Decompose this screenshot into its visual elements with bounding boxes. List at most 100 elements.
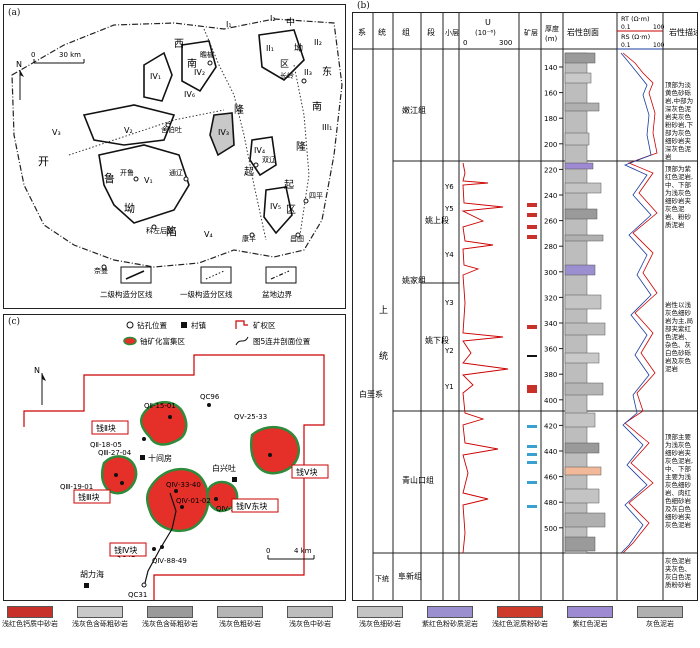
legend-village: 村镇 [191, 320, 206, 330]
tectonic-map-svg: N 0 30 km 西 南 隆 开 鲁 坳 陷 起 东 南 隆 起 区 中 坳 … [11, 14, 343, 299]
uranium-zone-v [249, 426, 301, 475]
region-char: 坳 [294, 42, 303, 54]
lith-swatch [147, 606, 193, 618]
series-label: 下统 [375, 574, 389, 583]
region-char: 起 [284, 179, 294, 191]
unit-iv-north [181, 40, 217, 93]
depth-tick-label: 500 [544, 525, 557, 533]
ore-layer [527, 425, 537, 428]
legend-mining: 矿权区 [253, 320, 276, 330]
formation-label: 嫩江组 [402, 105, 426, 115]
depth-tick-label: 340 [544, 320, 557, 328]
lith-legend-item: 浅红色泥质粉砂岩 [490, 606, 550, 629]
unit-label: II₁ [266, 44, 274, 53]
hdr-formation: 组 [402, 27, 410, 37]
stratigraphic-column-svg: 系 统 组 段 小层 U (10⁻⁶) 0 300 矿层 厚度 (m) 岩性剖面… [353, 13, 700, 600]
hdr-rt-max: 100 [653, 24, 665, 31]
well-label: QⅡ-18-05 [90, 441, 122, 449]
depth-tick-label: 380 [544, 371, 557, 379]
ore-layer [527, 235, 537, 239]
unit-iv-central [209, 112, 235, 157]
ore-layer [527, 355, 537, 357]
depth-tick-label: 160 [544, 90, 557, 98]
layer-label: Y3 [444, 299, 454, 307]
lith-legend-item: 灰色泥岩 [630, 606, 690, 629]
unit-label: II₂ [314, 38, 322, 47]
unit-label: IV₂ [194, 68, 205, 77]
hdr-rs-label: RS (Ω·m) [621, 33, 650, 41]
series-label: 统 [379, 350, 388, 362]
hdr-rt-label: RT (Ω·m) [621, 15, 650, 23]
hdr-member: 段 [427, 27, 435, 37]
depth-tick-label: 480 [544, 499, 557, 507]
depth-tick-label: 260 [544, 218, 557, 226]
scale-km-c: 4 km [294, 547, 312, 555]
region-char: 西 [174, 39, 184, 50]
region-char: 起 [244, 166, 254, 178]
place-label: 科左后旗 [146, 226, 174, 235]
ore-layer [527, 213, 537, 217]
hdr-lithology: 岩性剖面 [567, 27, 599, 37]
unit-iv-east [249, 136, 277, 177]
depth-tick-label: 280 [544, 243, 557, 251]
unit-label: IV₆ [184, 90, 195, 99]
block-label: 钱Ⅴ块 [296, 467, 317, 477]
layer-label: Y4 [444, 251, 454, 259]
well-label: QⅢ-19-01 [60, 483, 93, 491]
legend-second-order: 二级构造分区线 [100, 289, 153, 299]
depth-tick-label: 420 [544, 422, 557, 430]
region-char: 东 [322, 65, 332, 78]
ore-layer [527, 325, 537, 329]
unit-label: V₂ [124, 126, 133, 135]
member-label: 姚下段 [425, 335, 449, 345]
lith-legend-item: 浅灰色中砂岩 [280, 606, 340, 629]
depth-tick-label: 440 [544, 448, 557, 456]
region-char: 区 [280, 59, 289, 70]
village-label: 白兴吐 [212, 463, 236, 473]
lith-swatch [497, 606, 543, 618]
legend-uranium: 铀矿化富集区 [140, 336, 185, 346]
place-label: 通辽 [169, 168, 183, 177]
ore-layer [527, 505, 537, 508]
hdr-layer: 小层 [445, 28, 459, 37]
layer-label: Y2 [444, 347, 454, 355]
lith-swatch [567, 606, 613, 618]
ore-layer [527, 203, 537, 207]
first-order-line-3 [293, 64, 310, 236]
lith-legend-item: 紫红色泥岩 [560, 606, 620, 629]
layer-label: Y1 [444, 383, 454, 391]
unit-label: IV₃ [218, 128, 229, 137]
ore-layer [527, 453, 537, 456]
unit-label: IV₅ [270, 202, 281, 211]
depth-tick-label: 140 [544, 64, 557, 72]
gamma-curve [461, 162, 509, 554]
lith-swatch [637, 606, 683, 618]
ore-layer [527, 481, 537, 484]
unit-label: V₃ [52, 128, 61, 137]
well-label: QC96 [200, 393, 220, 401]
panel-c-map: (c) 钻孔位置 村镇 矿权区 铀矿化富集区 图5连井剖面位置 N [3, 314, 346, 601]
unit-iv-southeast [263, 186, 293, 235]
region-char: 开 [38, 155, 49, 168]
place-label: 双辽 [262, 156, 276, 164]
region-char: 区 [286, 204, 296, 216]
ore-layer [527, 385, 537, 393]
well-label: QⅡ-15-01 [144, 402, 176, 410]
rt-curve [622, 52, 658, 554]
unit-ii-northeast [258, 29, 305, 82]
hdr-rt-min: 0.1 [621, 24, 631, 31]
unit-v [82, 104, 176, 146]
depth-tick-label: 320 [544, 294, 557, 302]
hdr-thickness-unit: (m) [545, 35, 558, 43]
depth-tick-label: 180 [544, 115, 557, 123]
formation-label: 姚家组 [402, 275, 426, 285]
unit-iv1 [143, 51, 173, 102]
north-label-a: N [16, 60, 22, 69]
region-char: 隆 [234, 103, 244, 116]
legend-section: 图5连井剖面位置 [253, 336, 311, 346]
region-char: 陷 [166, 224, 177, 238]
scale-zero-a: 0 [31, 51, 35, 59]
desc-block: 顶部为淡黄色砂砾岩,中部为深灰色泥岩夹灰色粉砂岩,下部为灰色细砂岩夹深灰色泥岩 [665, 81, 693, 161]
region-char: 鲁 [104, 171, 115, 185]
uranium-zone-ii [139, 401, 188, 446]
